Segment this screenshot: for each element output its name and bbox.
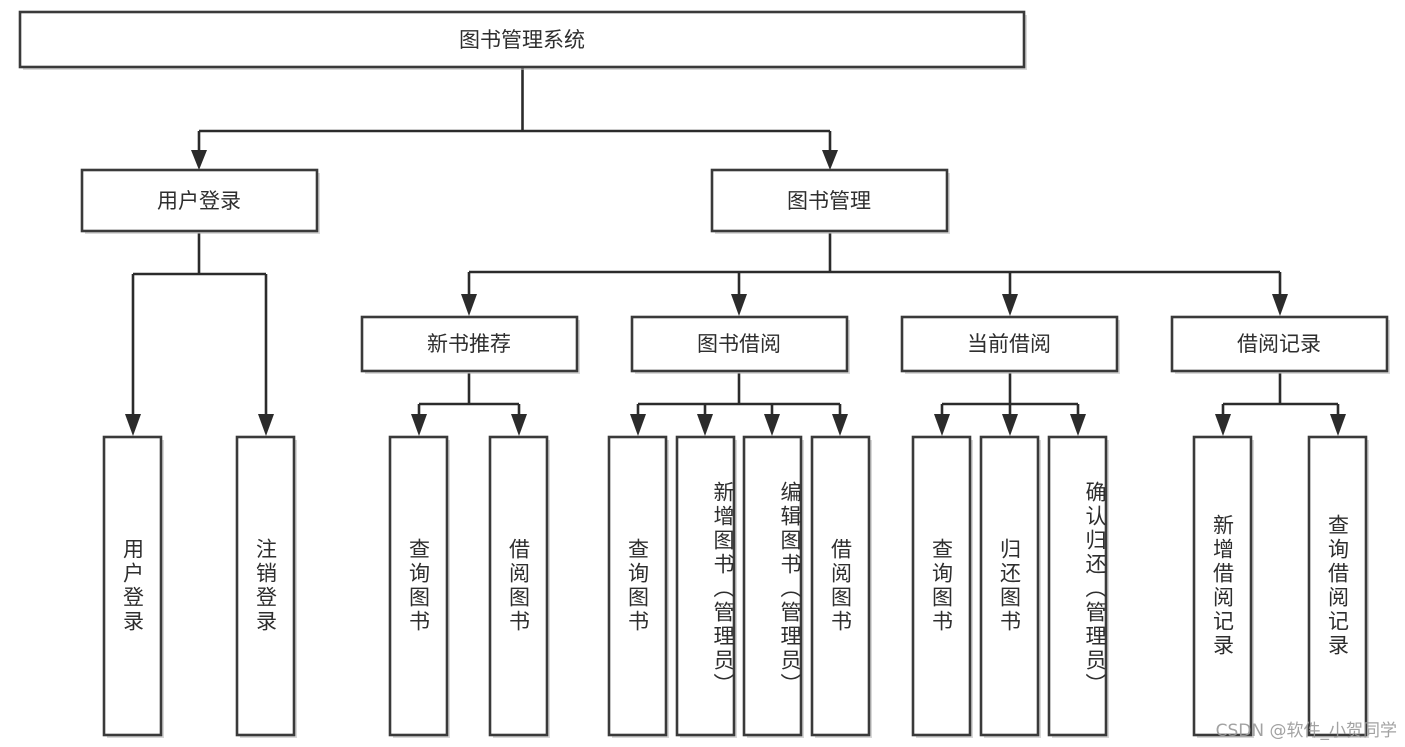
arrowhead-leaf-user-login (125, 414, 141, 436)
node-borrow-record-rect (1170, 315, 1389, 373)
connector-group-root (191, 67, 838, 170)
connector-group-new-book (411, 373, 527, 436)
connector-group-book-manage (461, 233, 1288, 316)
node-current-borrow-rect (900, 315, 1119, 373)
connector-group-borrow-record (1215, 373, 1346, 436)
arrowhead-bookborrow-leaf-2 (697, 414, 713, 436)
arrowhead-currentborrow-leaf-3 (1070, 414, 1086, 436)
node-new-book-recommend[interactable]: 新书推荐 (360, 315, 580, 374)
arrowhead-newbook-leaf-1 (411, 414, 427, 436)
arrowhead-bookborrow-leaf-1 (630, 414, 646, 436)
arrowhead-to-current-borrow (1002, 294, 1018, 316)
connector-group-user-login (125, 233, 274, 436)
connector-group-current-borrow (934, 373, 1086, 436)
leaf-currentborrow-query-rect (911, 435, 972, 737)
node-user-login-rect (80, 168, 319, 233)
node-book-borrow-rect (630, 315, 849, 373)
node-borrow-record[interactable]: 借阅记录 (1170, 315, 1390, 374)
leaf-currentborrow-confirm-rect (1047, 435, 1108, 737)
leaf-node-user-logout[interactable] (235, 435, 297, 738)
arrowhead-to-new-book (461, 294, 477, 316)
arrowhead-borrowrecord-leaf-2 (1330, 414, 1346, 436)
leaf-bookborrow-query-rect (607, 435, 668, 737)
node-book-manage-rect (710, 168, 949, 233)
node-book-borrow[interactable]: 图书借阅 (630, 315, 850, 374)
leaf-node-bookborrow-edit[interactable] (742, 435, 804, 738)
node-new-book-label: 新书推荐 (427, 332, 511, 356)
leaf-node-currentborrow-query[interactable] (911, 435, 973, 738)
leaf-node-borrowrecord-query[interactable] (1307, 435, 1369, 738)
node-root-rect (18, 10, 1026, 69)
leaf-bookborrow-edit-rect (742, 435, 803, 737)
arrowhead-to-book-manage (822, 150, 838, 170)
leaf-node-currentborrow-confirm[interactable] (1047, 435, 1109, 738)
leaf-node-bookborrow-add[interactable] (675, 435, 737, 738)
leaf-bookborrow-borrow-rect (810, 435, 871, 737)
leaf-bookborrow-add-rect (675, 435, 736, 737)
connector-group-book-borrow (630, 373, 848, 436)
leaf-node-borrowrecord-add[interactable] (1192, 435, 1254, 738)
leaf-node-user-login-login[interactable] (102, 435, 164, 738)
node-current-borrow-label: 当前借阅 (967, 332, 1051, 356)
leaf-node-newbook-query[interactable] (388, 435, 450, 738)
arrowhead-currentborrow-leaf-1 (934, 414, 950, 436)
leaf-borrowrecord-query-rect (1307, 435, 1368, 737)
arrowhead-bookborrow-leaf-3 (764, 414, 780, 436)
arrowhead-currentborrow-leaf-2 (1002, 414, 1018, 436)
arrowhead-leaf-logout (258, 414, 274, 436)
node-new-book-rect (360, 315, 579, 373)
arrowhead-to-borrow-record (1272, 294, 1288, 316)
leaf-newbook-query-rect (388, 435, 449, 737)
node-root[interactable]: 图书管理系统 (18, 10, 1027, 70)
leaf-node-newbook-borrow[interactable] (488, 435, 550, 738)
leaf-currentborrow-return-rect (979, 435, 1040, 737)
node-user-login-label: 用户登录 (157, 189, 241, 213)
leaf-node-bookborrow-borrow[interactable] (810, 435, 872, 738)
leaf-user-logout-rect (235, 435, 296, 737)
csdn-watermark: CSDN @软件_小贺同学 (1215, 721, 1397, 741)
leaf-borrowrecord-add-rect (1192, 435, 1253, 737)
node-borrow-record-label: 借阅记录 (1237, 332, 1321, 356)
arrowhead-borrowrecord-leaf-1 (1215, 414, 1231, 436)
node-book-manage[interactable]: 图书管理 (710, 168, 950, 234)
leaf-node-currentborrow-return[interactable] (979, 435, 1041, 738)
arrowhead-to-user-login (191, 150, 207, 170)
node-book-manage-label: 图书管理 (787, 189, 871, 213)
leaf-newbook-borrow-rect (488, 435, 549, 737)
node-root-label: 图书管理系统 (459, 28, 585, 52)
leaf-user-login-rect (102, 435, 163, 737)
arrowhead-bookborrow-leaf-4 (832, 414, 848, 436)
arrowhead-to-book-borrow (731, 294, 747, 316)
node-current-borrow[interactable]: 当前借阅 (900, 315, 1120, 374)
leaf-node-bookborrow-query[interactable] (607, 435, 669, 738)
node-user-login[interactable]: 用户登录 (80, 168, 320, 234)
node-book-borrow-label: 图书借阅 (697, 332, 781, 356)
arrowhead-newbook-leaf-2 (511, 414, 527, 436)
